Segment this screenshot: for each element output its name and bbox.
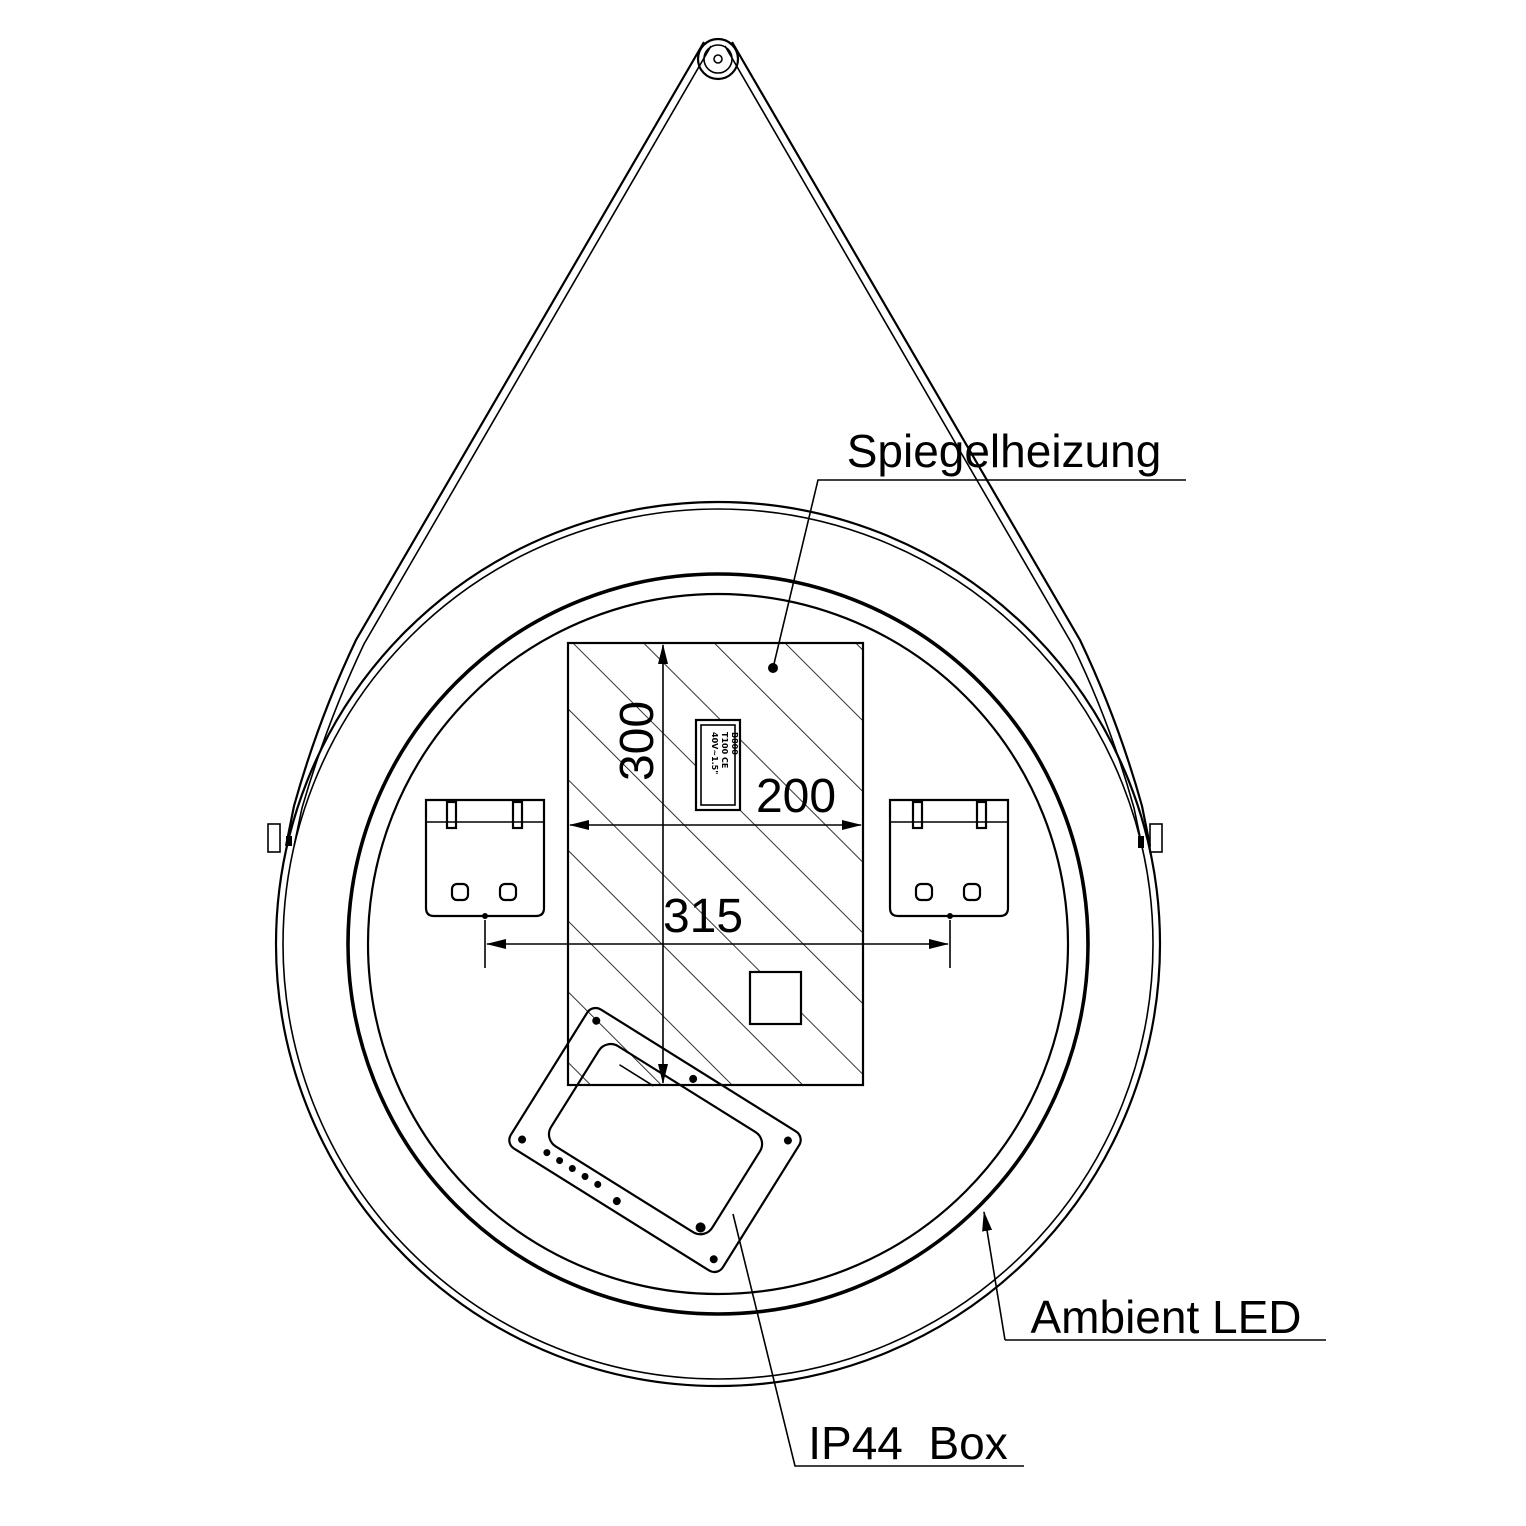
ip44-terminal-2	[556, 1157, 564, 1165]
ip44-screw-4	[709, 1255, 718, 1264]
callout-ip44-leader	[732, 1213, 1024, 1467]
wall-bracket-right	[888, 798, 1010, 919]
strap-clip-right	[1149, 823, 1163, 853]
dimension-bracket-spacing: 315	[484, 890, 951, 968]
bracket-right-tab-1	[911, 800, 924, 830]
callout-ambient-led: Ambient LED	[982, 1211, 1326, 1343]
bracket-left-slot-2	[498, 882, 518, 902]
heating-label-area	[696, 720, 740, 810]
rating-plate-text-1: 40V~1.5"	[710, 732, 719, 774]
ip44-screw-1	[592, 1016, 601, 1025]
bracket-right-body	[888, 798, 1010, 918]
strap-left	[284, 41, 705, 847]
bracket-left-tab-1	[445, 800, 458, 830]
ip44-screw-3	[518, 1135, 527, 1144]
hanging-ring-hole	[713, 54, 723, 64]
mirror-outer-ring	[274, 500, 1162, 1388]
bracket-right-slot-1	[914, 882, 934, 902]
strap-right	[731, 41, 1152, 847]
dimension-height: 300	[611, 644, 668, 1084]
ip44-box-back	[508, 1006, 802, 1274]
dim-height-value: 300	[611, 701, 664, 781]
bracket-left-tab-2	[511, 800, 524, 830]
ip44-terminal-3	[568, 1165, 576, 1173]
bracket-left-body	[424, 798, 546, 918]
callout-led-text: Ambient LED	[1030, 1291, 1301, 1343]
callout-heating-text: Spiegelheizung	[847, 425, 1162, 477]
ip44-terminal-5	[594, 1180, 602, 1188]
mirror-outer-ring-inner	[282, 508, 1154, 1380]
heating-pad-hatch	[568, 643, 863, 1085]
callout-ip44-box: IP44 Box	[732, 1213, 1024, 1469]
bracket-right-tab-2	[975, 800, 988, 830]
ip44-box	[508, 1006, 802, 1274]
bracket-right-slot-2	[962, 882, 982, 902]
heating-connector-area	[750, 972, 801, 1024]
dimension-width: 200	[569, 770, 862, 830]
callout-heating-leader	[772, 479, 1186, 669]
rating-plate	[694, 718, 742, 812]
strap-right-inner	[724, 45, 1143, 847]
heating-pad-outline	[566, 641, 865, 1087]
rating-plate-text-2: T100 CE	[720, 732, 729, 768]
dim-spacing-value: 315	[663, 890, 743, 943]
mirror-body	[274, 500, 1162, 1388]
rating-plate-text-3: B800	[730, 732, 739, 755]
ip44-box-highlight	[619, 1064, 654, 1087]
ip44-screw-5	[689, 1074, 698, 1083]
hanging-ring-inner	[703, 44, 733, 74]
ip44-box-panel	[547, 1042, 764, 1236]
dim-width-value: 200	[756, 770, 836, 823]
mirror-mid-ring	[346, 572, 1090, 1316]
bracket-right-center-mark	[947, 913, 953, 919]
bracket-left-slot-1	[450, 882, 470, 902]
hanging-ring	[696, 37, 740, 81]
ip44-terminal-1	[543, 1149, 551, 1157]
ip44-terminal-4	[581, 1172, 589, 1180]
strap-clip-left	[267, 823, 281, 853]
callout-led-leader	[982, 1211, 1006, 1341]
strap-left-inner	[293, 45, 712, 847]
ip44-screw-6	[612, 1197, 621, 1206]
wall-bracket-left	[424, 798, 546, 919]
callout-mirror-heating: Spiegelheizung	[772, 425, 1186, 669]
rating-plate-inner	[700, 724, 736, 806]
mirror-heating-pad: 40V~1.5" T100 CE B800	[566, 641, 865, 1087]
heating-connector	[748, 970, 803, 1026]
ip44-callout-dot	[695, 1222, 706, 1233]
mirror-inner-ring	[366, 592, 1070, 1296]
bracket-left-center-mark	[482, 913, 488, 919]
ip44-screw-2	[783, 1136, 792, 1145]
callout-ip44-text: IP44 Box	[808, 1417, 1007, 1469]
